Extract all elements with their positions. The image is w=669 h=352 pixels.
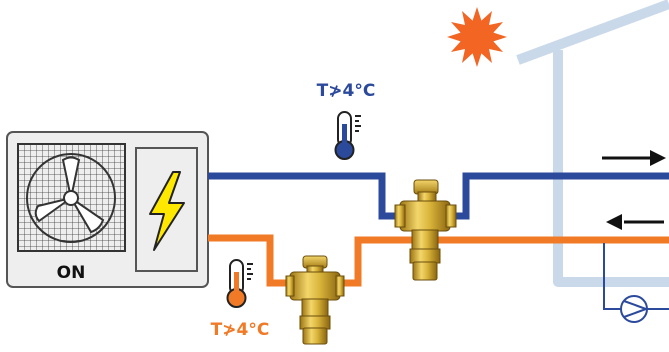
brass-valve-icon — [394, 179, 457, 281]
thermometer-icon — [334, 111, 361, 160]
sun-icon — [447, 7, 507, 67]
thermometer-icon — [226, 259, 253, 308]
power-panel — [135, 147, 198, 272]
unit-status-label: ON — [57, 263, 86, 283]
hot-pipe-temperature-label: T≯4°C — [211, 320, 270, 340]
house-outline — [516, 0, 669, 287]
cold-pipe-temperature-label: T≯4°C — [317, 81, 376, 101]
hot-pipe-sensor: T≯4°C — [211, 259, 270, 340]
brass-valve-icon — [285, 255, 345, 345]
circulation-pump-icon — [603, 243, 669, 323]
cold-pipe-sensor: T≯4°C — [317, 81, 376, 160]
flow-arrow-left-icon — [606, 214, 664, 230]
heat-pump-unit: ON — [6, 131, 209, 288]
fan-icon — [17, 143, 126, 252]
lightning-bolt-icon — [149, 171, 185, 251]
flow-arrow-right-icon — [602, 150, 666, 166]
